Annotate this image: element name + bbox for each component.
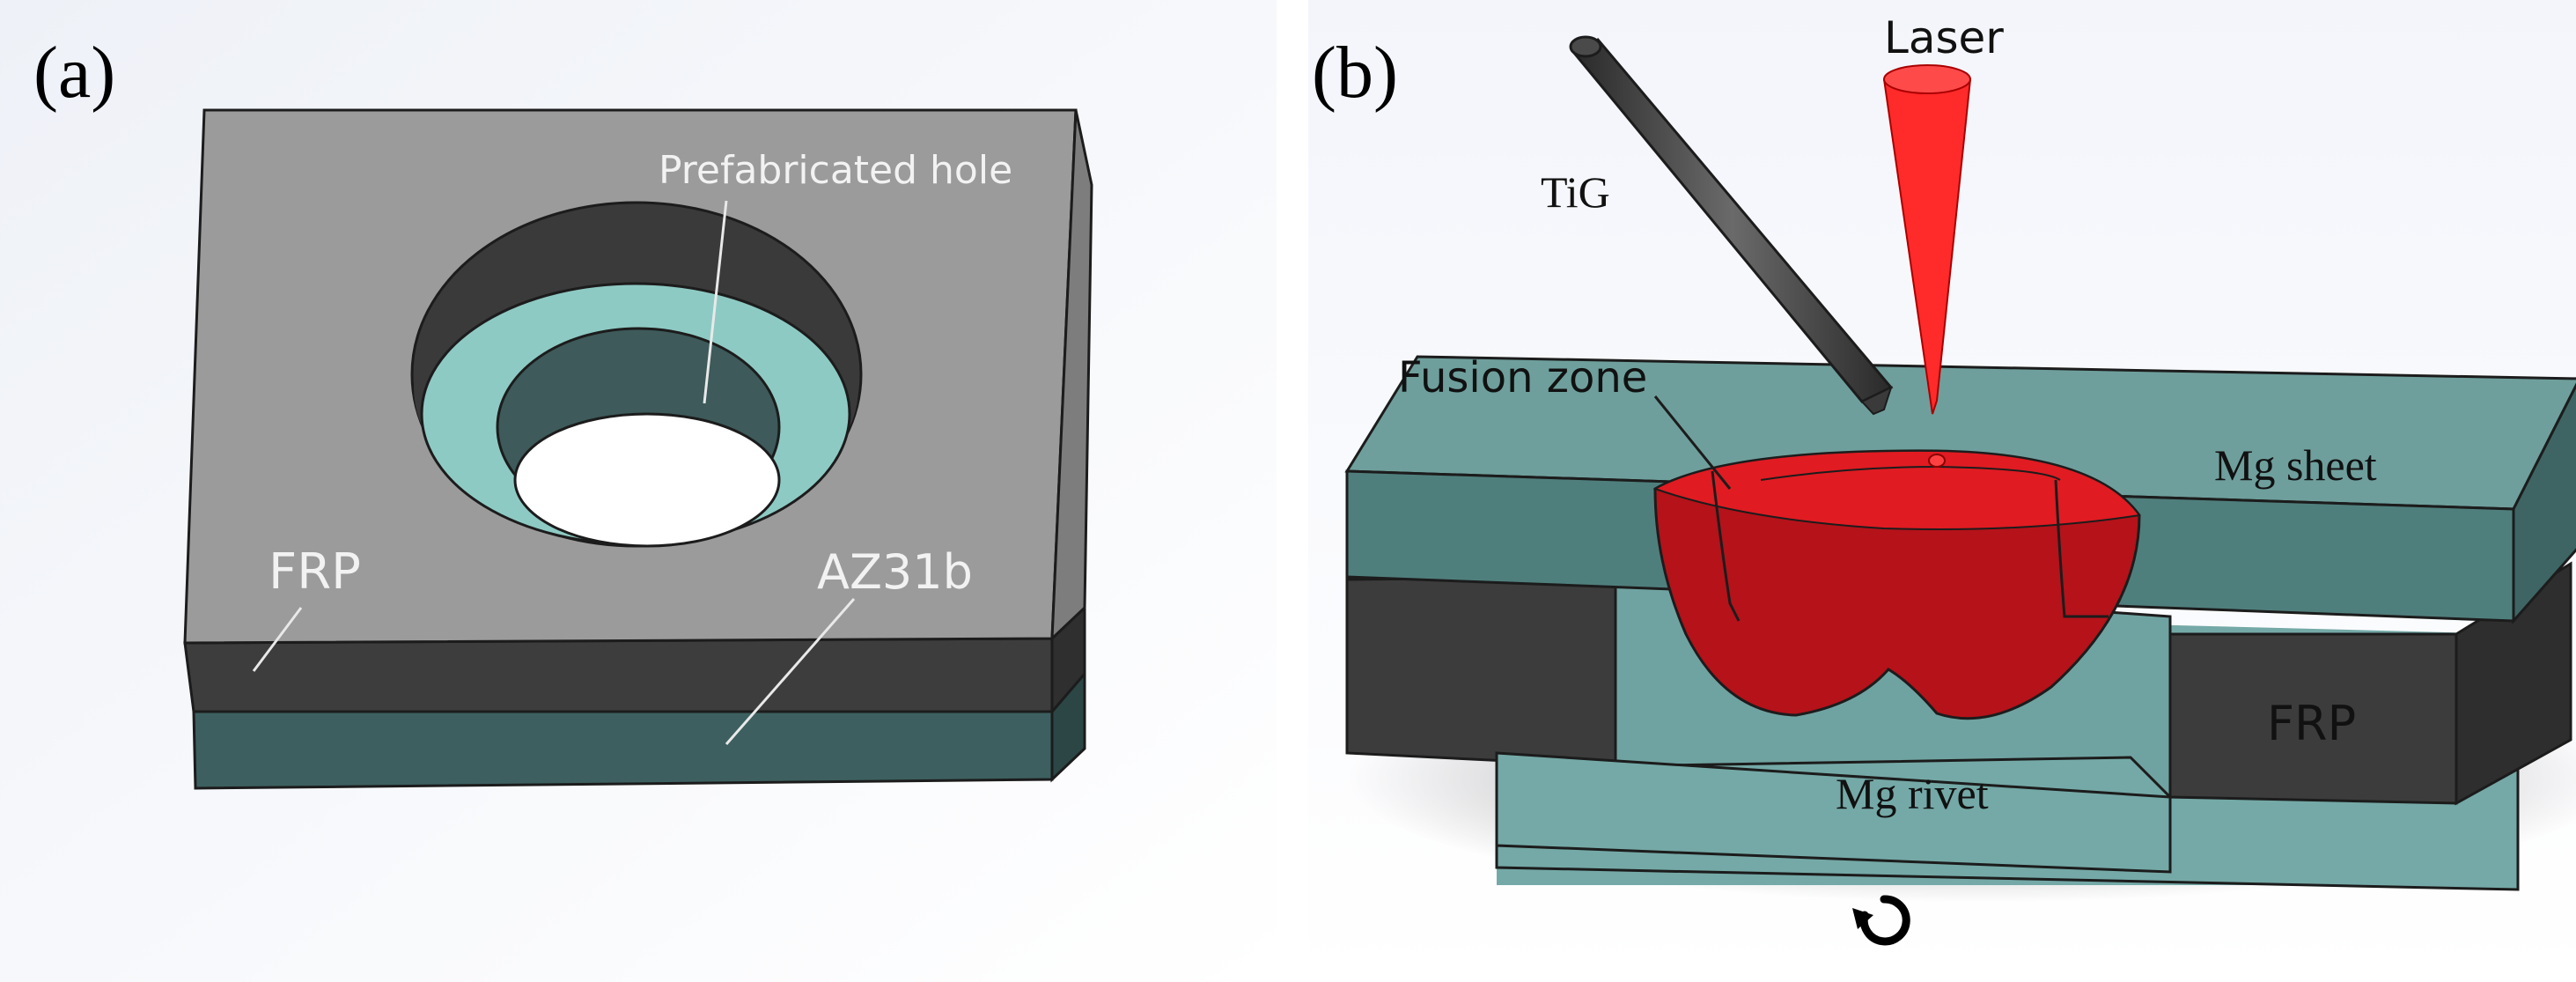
leader-frp bbox=[252, 607, 303, 672]
tig-torch bbox=[1569, 35, 1894, 416]
fusion-zone bbox=[1652, 449, 2141, 720]
panel-a-label: (a) bbox=[33, 32, 115, 114]
laser-beam bbox=[1882, 64, 1972, 415]
label-frp-a: FRP bbox=[269, 543, 361, 601]
leader-prefabricated-hole bbox=[703, 200, 728, 404]
label-frp-b: FRP bbox=[2267, 696, 2356, 751]
label-mg-rivet: Mg rivet bbox=[1836, 769, 1989, 818]
label-prefabricated-hole: Prefabricated hole bbox=[659, 148, 1012, 193]
prefabricated-hole bbox=[410, 201, 863, 548]
leader-fusion-zone bbox=[1653, 395, 1732, 490]
label-mg-sheet: Mg sheet bbox=[2214, 440, 2377, 490]
az31b-layer bbox=[192, 669, 1086, 790]
frp-block-right bbox=[2168, 561, 2572, 806]
label-laser: Laser bbox=[1884, 12, 2004, 63]
panel-b-label: (b) bbox=[1312, 32, 1398, 114]
panel-a: (a) Pre bbox=[0, 0, 1277, 982]
frp-block-left bbox=[1345, 575, 1617, 768]
rotate-icon[interactable] bbox=[1852, 895, 1910, 946]
label-az31b: AZ31b bbox=[817, 544, 973, 600]
panel-b: (b) bbox=[1308, 0, 2576, 982]
leader-az31b bbox=[725, 598, 856, 745]
label-tig: TiG bbox=[1541, 167, 1610, 217]
label-fusion-zone: Fusion zone bbox=[1398, 353, 1647, 402]
